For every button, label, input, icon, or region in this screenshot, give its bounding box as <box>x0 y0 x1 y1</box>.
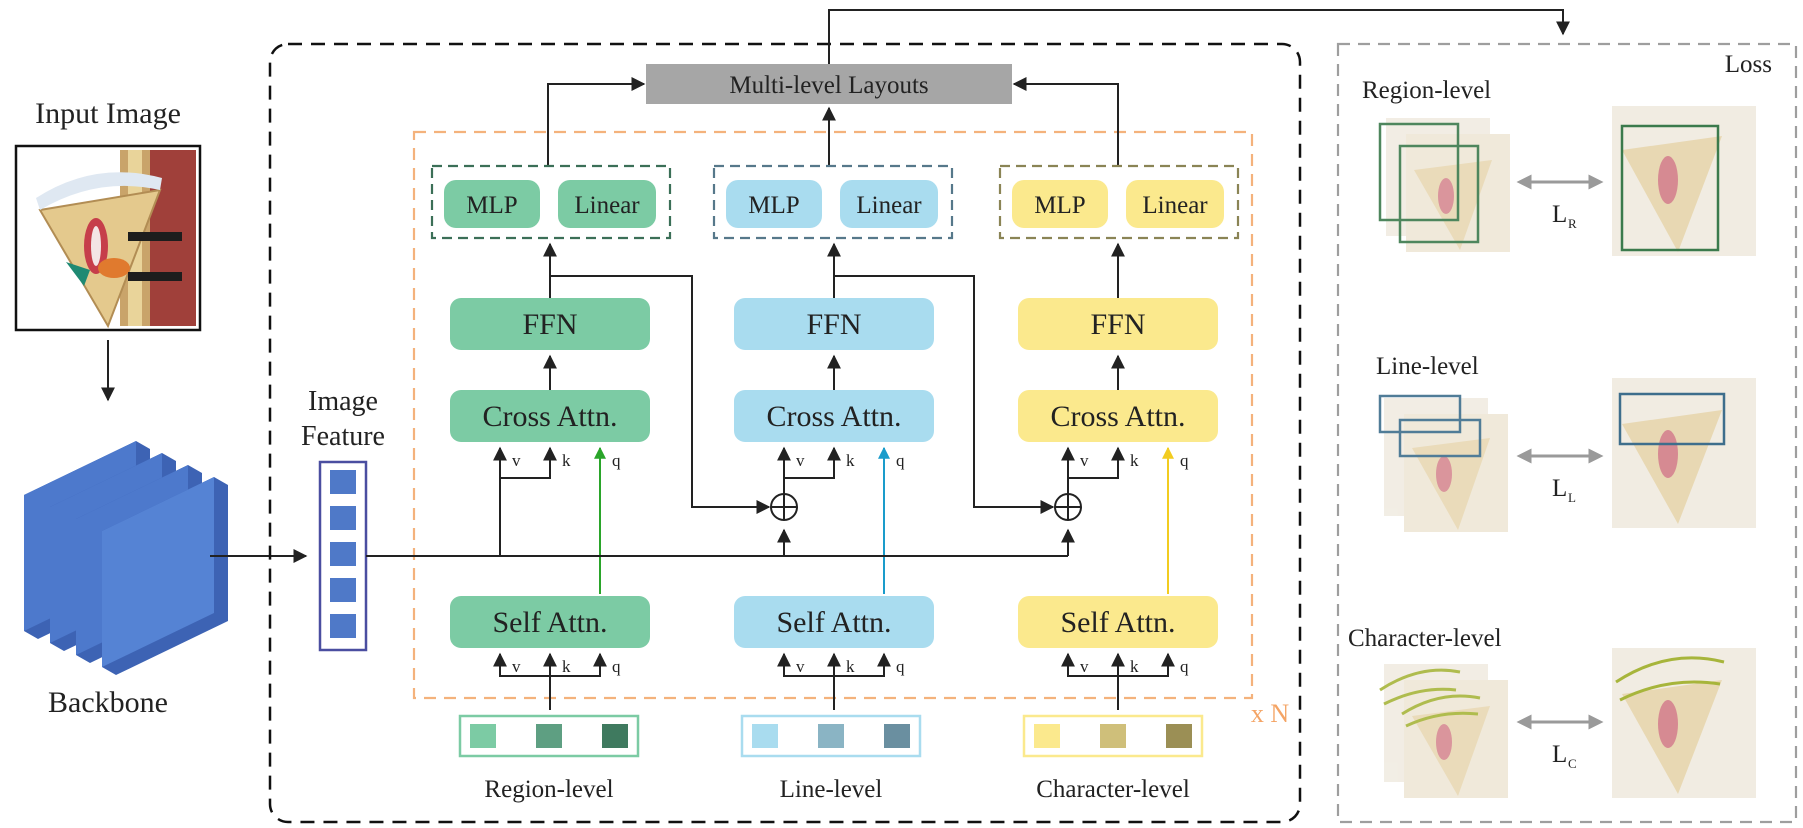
region-cross-attn-box <box>450 390 650 442</box>
line-linear-box <box>840 180 938 228</box>
line-ffn-label: FFN <box>806 308 861 341</box>
line-mlp-label: MLP <box>748 192 799 219</box>
region-linear-box <box>558 180 656 228</box>
region-cross-k: k <box>562 451 571 470</box>
line-level-label: Line-level <box>780 776 883 803</box>
char-cross-q: q <box>1180 451 1189 470</box>
loss-region-pred-thumbs <box>1378 118 1510 252</box>
loss-line-gt-thumb <box>1612 378 1756 528</box>
char-mlp-label: MLP <box>1034 192 1085 219</box>
char-cross-attn-label: Cross Attn. <box>1050 400 1185 433</box>
line-linear-label: Linear <box>856 192 922 219</box>
loss-region-sub: R <box>1568 216 1577 231</box>
region-head-frame <box>430 164 672 240</box>
line-queries <box>740 714 922 758</box>
char-cross-v: v <box>1080 451 1089 470</box>
char-self-q: q <box>1180 657 1189 676</box>
backbone-icon <box>24 441 228 675</box>
region-cross-attn-label: Cross Attn. <box>482 400 617 433</box>
multi-level-layouts-label: Multi-level Layouts <box>729 72 928 99</box>
loss-character-gt-thumb <box>1612 648 1756 798</box>
char-ffn-label: FFN <box>1090 308 1145 341</box>
region-ffn-label: FFN <box>522 308 577 341</box>
region-self-v: v <box>512 657 521 676</box>
char-cross-k: k <box>1130 451 1139 470</box>
image-feature-vector <box>318 460 368 652</box>
line-head-frame <box>712 164 954 240</box>
line-self-attn-label: Self Attn. <box>776 606 891 639</box>
loss-character-symbol: L <box>1552 741 1567 768</box>
image-feature-label-line2: Feature <box>301 421 385 452</box>
region-to-line-arrow <box>550 275 771 514</box>
backbone-label: Backbone <box>48 686 168 719</box>
char-cross-attn-box <box>1018 390 1218 442</box>
char-ffn-box <box>1018 298 1218 350</box>
cross-attn-inputs <box>493 446 1125 556</box>
char-queries <box>1022 714 1204 758</box>
region-linear-label: Linear <box>574 192 640 219</box>
char-mlp-box <box>1012 180 1108 228</box>
loss-frame <box>1336 42 1798 824</box>
layouts-to-loss-arrow <box>828 9 1570 64</box>
region-queries <box>458 714 640 758</box>
char-to-layouts-arrow <box>1012 77 1119 166</box>
char-self-k: k <box>1130 657 1139 676</box>
region-self-attn-box <box>450 596 650 648</box>
repeat-label: x N <box>1251 699 1290 728</box>
loss-region-gt-thumb <box>1612 106 1756 256</box>
loss-line-sub: L <box>1568 490 1576 505</box>
line-to-char-arrow <box>834 275 1055 514</box>
line-cross-attn-label: Cross Attn. <box>766 400 901 433</box>
line-cross-q: q <box>896 451 905 470</box>
branch-region: MLP Linear FFN Cross Attn. Self Attn. <box>430 164 672 648</box>
add-operator-line <box>770 493 798 521</box>
region-mlp-box <box>444 180 540 228</box>
input-image <box>14 144 202 332</box>
char-linear-label: Linear <box>1142 192 1208 219</box>
line-self-q: q <box>896 657 905 676</box>
region-self-k: k <box>562 657 571 676</box>
loss-region-label: Region-level <box>1362 77 1491 104</box>
line-ffn-box <box>734 298 934 350</box>
char-self-attn-box <box>1018 596 1218 648</box>
loss-line-symbol: L <box>1552 475 1567 502</box>
char-linear-box <box>1126 180 1224 228</box>
char-head-frame <box>998 164 1240 240</box>
loss-title: Loss <box>1725 51 1772 78</box>
self-attn-inputs <box>493 652 1175 710</box>
line-self-k: k <box>846 657 855 676</box>
multi-level-layouts-box <box>646 64 1012 104</box>
input-image-title: Input Image <box>35 97 181 130</box>
branch-line: MLP Linear FFN Cross Attn. Self Attn. <box>712 164 954 648</box>
region-to-layouts-arrow <box>547 77 646 166</box>
line-self-v: v <box>796 657 805 676</box>
loss-line-label: Line-level <box>1376 353 1479 380</box>
line-cross-k: k <box>846 451 855 470</box>
line-cross-v: v <box>796 451 805 470</box>
region-mlp-label: MLP <box>466 192 517 219</box>
char-self-v: v <box>1080 657 1089 676</box>
loss-line-pred-thumbs <box>1378 394 1508 532</box>
loss-region-symbol: L <box>1552 201 1567 228</box>
line-self-attn-box <box>734 596 934 648</box>
region-level-label: Region-level <box>484 776 613 803</box>
character-level-label: Character-level <box>1036 776 1190 803</box>
loss-character-label: Character-level <box>1348 625 1502 652</box>
char-self-attn-label: Self Attn. <box>1060 606 1175 639</box>
line-mlp-box <box>726 180 822 228</box>
region-ffn-box <box>450 298 650 350</box>
add-operator-char <box>1054 493 1082 521</box>
loss-character-pred-thumbs <box>1379 664 1508 798</box>
region-cross-q: q <box>612 451 621 470</box>
decoder-frame <box>268 42 1302 824</box>
loss-character-sub: C <box>1568 756 1577 771</box>
line-cross-attn-box <box>734 390 934 442</box>
region-self-q: q <box>612 657 621 676</box>
region-self-attn-label: Self Attn. <box>492 606 607 639</box>
region-cross-v: v <box>512 451 521 470</box>
image-feature-label-line1: Image <box>308 386 378 417</box>
branch-character: MLP Linear FFN Cross Attn. Self Attn. <box>998 164 1240 648</box>
